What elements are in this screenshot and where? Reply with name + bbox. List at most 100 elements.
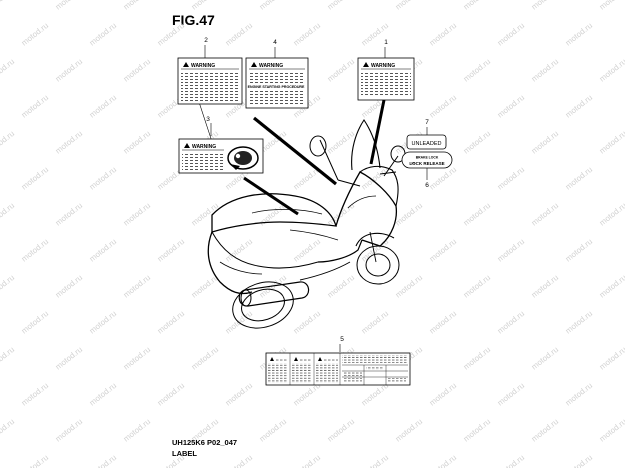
- watermark-text: motod.ru: [122, 417, 152, 444]
- watermark-text: motod.ru: [530, 417, 560, 444]
- watermark-text: motod.ru: [54, 273, 84, 300]
- figure-title: FIG.47: [172, 12, 215, 28]
- watermark-text: motod.ru: [20, 93, 50, 120]
- watermark-text: motod.ru: [20, 453, 50, 468]
- watermark-text: motod.ru: [122, 273, 152, 300]
- watermark-text: motod.ru: [462, 345, 492, 372]
- label-1-warning: WARNING: [357, 57, 415, 101]
- watermark-text: motod.ru: [190, 201, 220, 228]
- label-6-brake-lock: BRAKE LOCK LOCK RELEASE: [401, 151, 453, 169]
- watermark-text: motod.ru: [88, 309, 118, 336]
- watermark-text: motod.ru: [394, 417, 424, 444]
- callout-number: 2: [204, 37, 208, 44]
- watermark-text: motod.ru: [394, 273, 424, 300]
- watermark-text: motod.ru: [20, 21, 50, 48]
- callout-number: 4: [273, 39, 277, 46]
- label-3-warning: WARNING: [178, 138, 264, 174]
- watermark-text: motod.ru: [224, 453, 254, 468]
- watermark-text: motod.ru: [190, 345, 220, 372]
- warning-heading: WARNING: [259, 63, 283, 69]
- watermark-text: motod.ru: [224, 381, 254, 408]
- watermark-text: motod.ru: [0, 129, 16, 156]
- watermark-text: motod.ru: [156, 237, 186, 264]
- watermark-text: motod.ru: [122, 201, 152, 228]
- label-5-info-panel: [265, 352, 411, 386]
- watermark-text: motod.ru: [360, 309, 390, 336]
- warning-heading: WARNING: [191, 63, 215, 69]
- watermark-text: motod.ru: [428, 93, 458, 120]
- watermark-text: motod.ru: [598, 201, 625, 228]
- watermark-text: motod.ru: [258, 417, 288, 444]
- watermark-text: motod.ru: [598, 345, 625, 372]
- watermark-text: motod.ru: [462, 57, 492, 84]
- watermark-text: motod.ru: [224, 21, 254, 48]
- diagram-code: UH125K6 P02_047: [172, 438, 238, 447]
- watermark-text: motod.ru: [462, 0, 492, 12]
- callout-numbers: 2 4 1 3 5 7 6: [204, 37, 429, 343]
- label-7-unleaded: UNLEADED: [406, 134, 447, 150]
- watermark-text: motod.ru: [54, 57, 84, 84]
- watermark-text: motod.ru: [292, 453, 322, 468]
- watermark-text: motod.ru: [20, 165, 50, 192]
- watermark-text: motod.ru: [54, 201, 84, 228]
- watermark-text: motod.ru: [530, 129, 560, 156]
- watermark-text: motod.ru: [496, 21, 526, 48]
- watermark-text: motod.ru: [326, 129, 356, 156]
- watermark-text: motod.ru: [20, 309, 50, 336]
- watermark-text: motod.ru: [88, 237, 118, 264]
- watermark-text: motod.ru: [258, 0, 288, 12]
- brake-lock-heading: BRAKE LOCK: [416, 156, 439, 160]
- label-2-warning: WARNING: [177, 57, 243, 105]
- lock-release-text: LOCK RELEASE: [409, 161, 444, 166]
- watermark-text: motod.ru: [360, 453, 390, 468]
- watermark-text: motod.ru: [598, 57, 625, 84]
- watermark-text: motod.ru: [54, 417, 84, 444]
- unleaded-text: UNLEADED: [412, 141, 442, 147]
- watermark-text: motod.ru: [122, 129, 152, 156]
- watermark-text: motod.ru: [530, 345, 560, 372]
- watermark-text: motod.ru: [54, 345, 84, 372]
- warning-heading: WARNING: [192, 144, 216, 150]
- watermark-text: motod.ru: [0, 201, 16, 228]
- label-4-engine-starting: WARNING ENGINE STARTING PROCEDURE: [245, 57, 309, 109]
- watermark-text: motod.ru: [462, 273, 492, 300]
- watermark-text: motod.ru: [122, 57, 152, 84]
- engine-procedure-heading: ENGINE STARTING PROCEDURE: [248, 85, 305, 89]
- watermark-text: motod.ru: [564, 381, 594, 408]
- watermark-text: motod.ru: [598, 417, 625, 444]
- scooter-illustration: [207, 119, 406, 329]
- watermark-text: motod.ru: [326, 417, 356, 444]
- watermark-text: motod.ru: [0, 0, 16, 12]
- watermark-text: motod.ru: [496, 93, 526, 120]
- watermark-text: motod.ru: [326, 0, 356, 12]
- watermark-text: motod.ru: [292, 237, 322, 264]
- watermark-text: motod.ru: [428, 381, 458, 408]
- watermark-text: motod.ru: [496, 165, 526, 192]
- leader-lines: [198, 45, 428, 352]
- watermark-text: motod.ru: [598, 129, 625, 156]
- watermark-text: motod.ru: [428, 165, 458, 192]
- watermark-text: motod.ru: [88, 165, 118, 192]
- watermark-text: motod.ru: [530, 273, 560, 300]
- watermark-text: motod.ru: [564, 237, 594, 264]
- watermark-text: motod.ru: [292, 309, 322, 336]
- watermark-text: motod.ru: [394, 201, 424, 228]
- watermark-text: motod.ru: [462, 201, 492, 228]
- watermark-text: motod.ru: [0, 345, 16, 372]
- watermark-text: motod.ru: [190, 0, 220, 12]
- watermark-text: motod.ru: [122, 345, 152, 372]
- watermark-text: motod.ru: [462, 417, 492, 444]
- watermark-text: motod.ru: [0, 417, 16, 444]
- watermark-text: motod.ru: [0, 57, 16, 84]
- callout-number: 1: [384, 39, 388, 46]
- watermark-text: motod.ru: [428, 309, 458, 336]
- watermark-text: motod.ru: [598, 0, 625, 12]
- watermark-text: motod.ru: [496, 237, 526, 264]
- watermark-text: motod.ru: [326, 273, 356, 300]
- watermark-text: motod.ru: [156, 309, 186, 336]
- watermark-text: motod.ru: [564, 165, 594, 192]
- watermark-text: motod.ru: [292, 21, 322, 48]
